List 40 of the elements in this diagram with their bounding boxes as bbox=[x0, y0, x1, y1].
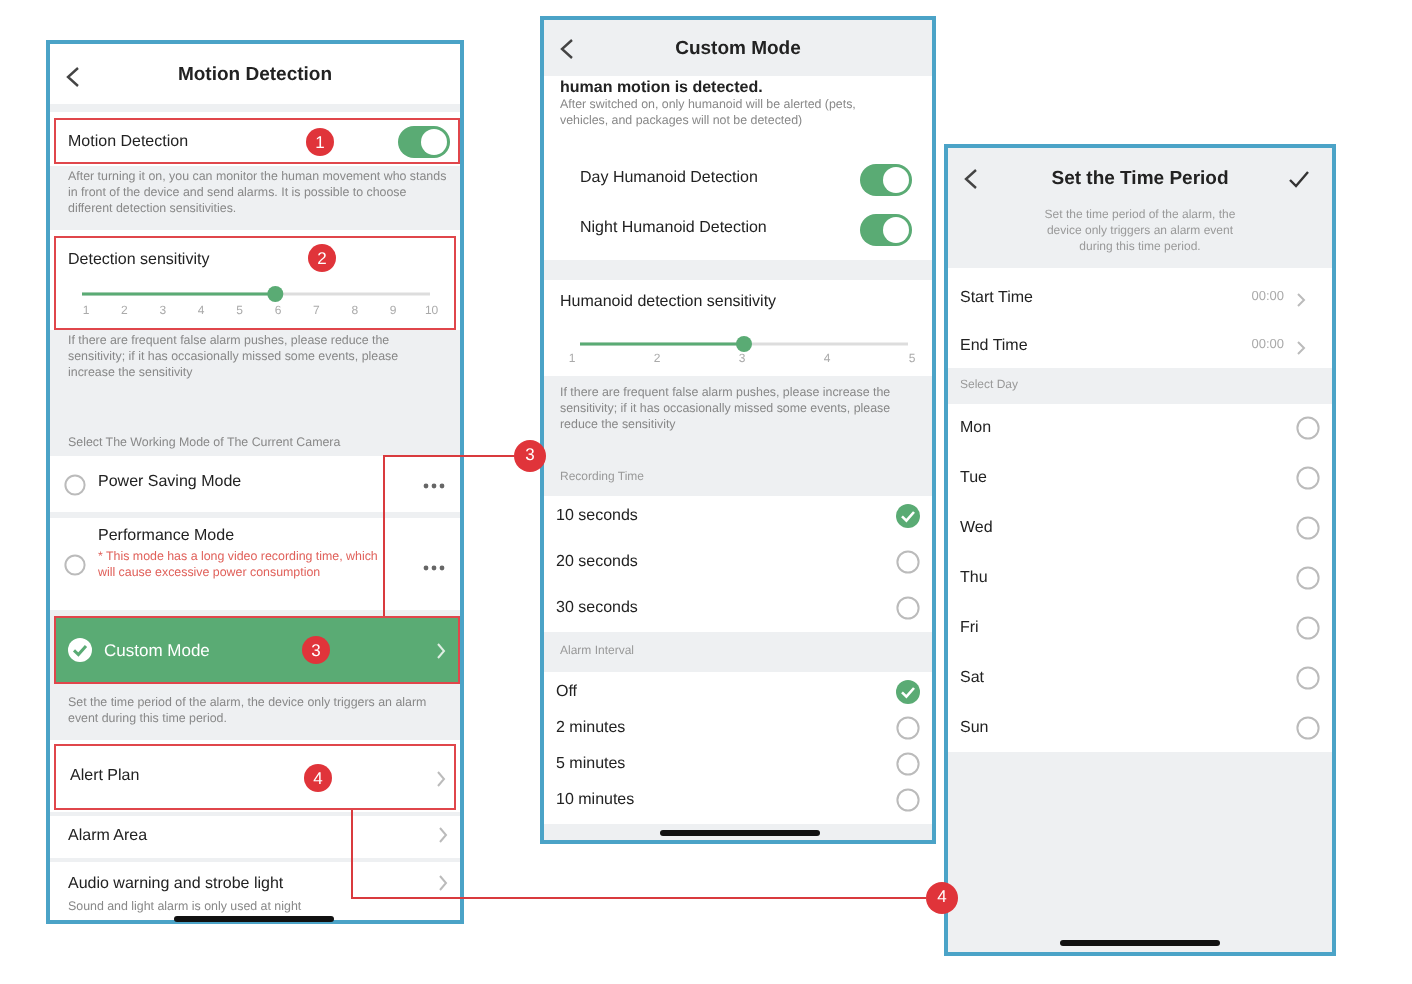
row-label: Alert Plan bbox=[70, 766, 140, 784]
row-label: 10 minutes bbox=[556, 790, 635, 808]
phone-screen bbox=[540, 16, 936, 844]
screen-title: Set the Time Period bbox=[1051, 168, 1229, 190]
phone-screen bbox=[944, 144, 1336, 956]
row-label: Fri bbox=[960, 618, 979, 636]
row-label: Sun bbox=[960, 718, 989, 736]
callout-number: 4 bbox=[926, 882, 958, 914]
screen-title: Motion Detection bbox=[177, 64, 333, 86]
row-label: Power Saving Mode bbox=[98, 472, 242, 490]
row-label: 10 seconds bbox=[556, 506, 638, 524]
row-label: 5 minutes bbox=[556, 754, 626, 772]
row-label: Thu bbox=[960, 568, 988, 586]
row-label: Humanoid detection sensitivity bbox=[560, 292, 777, 310]
connector-line bbox=[383, 455, 515, 617]
row-label: 30 seconds bbox=[556, 598, 638, 616]
row-label: Sat bbox=[960, 668, 985, 686]
row-label: Alarm Area bbox=[68, 826, 148, 844]
callout-number: 3 bbox=[302, 636, 330, 664]
row-label: Day Humanoid Detection bbox=[580, 168, 758, 186]
row-label: 20 seconds bbox=[556, 552, 638, 570]
row-label: Wed bbox=[960, 518, 993, 536]
row-label: Custom Mode bbox=[104, 640, 210, 660]
row-label: Tue bbox=[960, 468, 987, 486]
screen-title: Custom Mode bbox=[675, 38, 801, 60]
row-label: End Time bbox=[960, 336, 1028, 354]
row-label: Audio warning and strobe light bbox=[68, 874, 284, 892]
row-label: Off bbox=[556, 682, 578, 700]
connector-line bbox=[351, 809, 927, 899]
row-label: Mon bbox=[960, 418, 992, 436]
row-label: Night Humanoid Detection bbox=[580, 218, 767, 236]
callout-number: 3 bbox=[514, 440, 546, 472]
description-heading: human motion is detected. bbox=[560, 78, 763, 96]
row-label: Motion Detection bbox=[68, 132, 189, 150]
row-label: Start Time bbox=[960, 288, 1033, 306]
highlight-frame bbox=[54, 616, 460, 684]
row-label: 2 minutes bbox=[556, 718, 626, 736]
row-label: Detection sensitivity bbox=[68, 250, 210, 268]
row-label: Performance Mode bbox=[98, 526, 235, 544]
phone-screen bbox=[46, 40, 464, 924]
